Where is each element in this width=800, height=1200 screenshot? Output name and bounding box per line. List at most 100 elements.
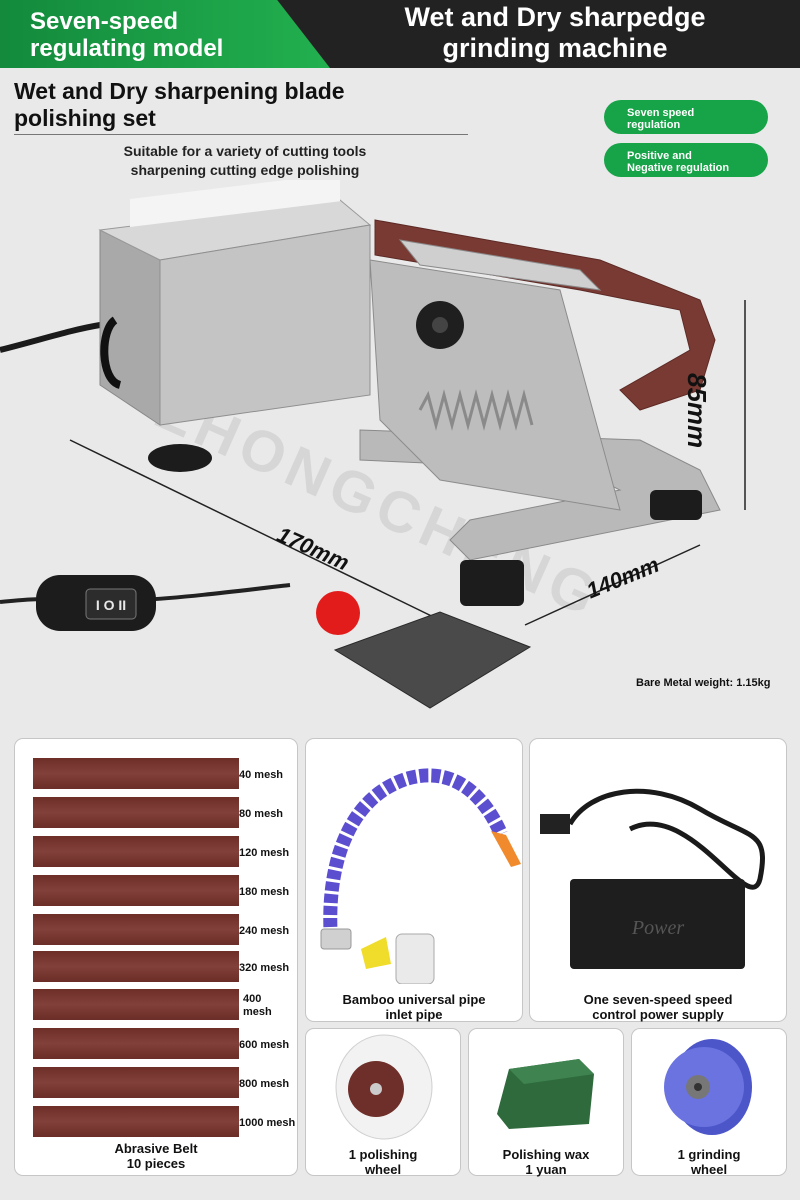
mesh-label: 1000 mesh: [239, 1117, 296, 1129]
mesh-label: 40 mesh: [239, 769, 284, 781]
width-dimension-line: [524, 544, 701, 626]
usage-line2: sharpening cutting edge polishing: [130, 162, 360, 178]
nozzle: [491, 831, 521, 867]
header-right-line1: Wet and Dry sharpedge: [404, 2, 706, 32]
grinding-wheel-image: [664, 1039, 752, 1135]
machine-illustration: I O II: [0, 180, 746, 709]
wheel-bore: [370, 1083, 382, 1095]
rubber-foot: [460, 560, 524, 606]
grinding-wheel-panel: 1 grinding wheel: [631, 1028, 787, 1177]
length-dimension-line: [69, 439, 451, 626]
belt-strip: [33, 951, 239, 982]
belt-strip: [33, 875, 239, 906]
switch-label: I O II: [96, 597, 126, 613]
tension-spring: [418, 389, 534, 431]
plug: [540, 814, 570, 834]
polish-caption-line2: wheel: [364, 1162, 402, 1177]
header-product-title: Wet and Dry sharpedge grinding machine: [380, 2, 730, 64]
motor-front: [159, 224, 371, 426]
belt-caption-line1: Abrasive Belt: [114, 1141, 198, 1156]
power-cable: [0, 322, 101, 353]
valve-handle: [361, 937, 391, 969]
badge-line2: Negative regulation: [627, 162, 730, 174]
bamboo-pipe-image: [320, 768, 521, 984]
wax-caption-line1: Polishing wax: [502, 1147, 590, 1162]
mesh-label: 180 mesh: [239, 886, 290, 898]
wax-caption-line2: 1 yuan: [525, 1162, 567, 1177]
tool-rest: [398, 239, 602, 291]
height-dimension: 85mm: [682, 373, 712, 449]
badge-line2: regulation: [627, 119, 681, 131]
power-caption-line1: One seven-speed speed: [583, 992, 733, 1007]
inlet-connector: [395, 933, 435, 984]
mesh-label: 120 mesh: [239, 847, 290, 859]
rubber-foot: [148, 444, 212, 472]
power-caption: One seven-speed speed control power supp…: [530, 992, 786, 1022]
set-title-line1: Wet and Dry sharpening blade: [14, 78, 345, 104]
pipe-base: [320, 928, 352, 950]
power-caption-line2: control power supply: [592, 1007, 724, 1022]
mesh-label: 400 mesh: [243, 993, 272, 1018]
pipe-caption-line1: Bamboo universal pipe: [342, 992, 486, 1007]
belt-strip: [33, 914, 239, 945]
flexible-pipe: [323, 768, 508, 940]
mesh-label: 600 mesh: [239, 1039, 290, 1051]
usage-line1: Suitable for a variety of cutting tools: [123, 143, 367, 159]
power-cord: [567, 788, 765, 890]
grind-caption-line1: 1 grinding: [677, 1147, 741, 1162]
belt-strip: [33, 1067, 239, 1098]
wax-top: [509, 1059, 594, 1084]
set-title: Wet and Dry sharpening blade polishing s…: [14, 78, 474, 132]
badge-direction-regulation: Positive and Negative regulation: [604, 143, 768, 177]
pipe-caption: Bamboo universal pipe inlet pipe: [306, 992, 522, 1022]
belt-bracket: [369, 259, 621, 511]
mesh-label: 80 mesh: [239, 808, 284, 820]
grind-caption: 1 grinding wheel: [632, 1147, 786, 1177]
rubber-foot: [650, 490, 702, 520]
polish-caption-line1: 1 polishing: [348, 1147, 418, 1162]
badge-line1: Seven speed: [627, 107, 695, 119]
title-divider: [14, 134, 468, 135]
polishing-wax-panel: Polishing wax 1 yuan: [468, 1028, 624, 1177]
belt-strip: [33, 836, 239, 867]
belt-strip: [33, 797, 239, 828]
usage-description: Suitable for a variety of cutting tools …: [80, 142, 410, 180]
belt-strip: [33, 989, 239, 1020]
polishing-wheel-image: [335, 1034, 433, 1140]
header-green-banner: [0, 0, 330, 68]
adapter-box: [570, 879, 745, 969]
grind-caption-line2: wheel: [690, 1162, 728, 1177]
set-title-line2: polishing set: [14, 105, 156, 131]
weight-spec: Bare Metal weight: 1.15kg: [636, 677, 771, 689]
badge-line1: Positive and: [627, 150, 692, 162]
wax-caption: Polishing wax 1 yuan: [469, 1147, 623, 1177]
badge-speed-regulation: Seven speed regulation: [604, 100, 768, 134]
power-label: Power: [631, 917, 684, 939]
header-model-title: Seven-speed regulating model: [30, 8, 310, 62]
header-left-line1: Seven-speed: [30, 8, 179, 35]
polish-caption: 1 polishing wheel: [306, 1147, 460, 1177]
power-supply-panel: Power One seven-speed speed control powe…: [529, 738, 787, 1022]
motor-label-sticker: [130, 180, 340, 228]
polishing-wheel-panel: 1 polishing wheel: [305, 1028, 461, 1177]
mesh-label: 800 mesh: [239, 1078, 290, 1090]
knob-center: [432, 317, 448, 333]
header-right-line2: grinding machine: [442, 33, 668, 63]
header-left-line2: regulating model: [30, 35, 224, 62]
abrasive-belt-caption: Abrasive Belt 10 pieces: [15, 1141, 297, 1171]
mesh-label: 320 mesh: [239, 962, 290, 974]
belt-strip: [33, 758, 239, 789]
sanding-pad: [333, 611, 532, 709]
belt-caption-line2: 10 pieces: [126, 1156, 186, 1171]
polishing-wax-image: [497, 1059, 594, 1129]
switch-cable: [139, 583, 291, 602]
belt-strip: [33, 1106, 239, 1137]
power-supply-image: Power: [540, 788, 765, 969]
disc-bore: [694, 1083, 702, 1091]
red-ball: [316, 591, 360, 635]
bamboo-pipe-panel: Bamboo universal pipe inlet pipe: [305, 738, 523, 1022]
cable-gland: [100, 316, 122, 389]
switch-button: [85, 588, 137, 620]
pipe-caption-line2: inlet pipe: [385, 1007, 443, 1022]
belt-strip: [33, 1028, 239, 1059]
